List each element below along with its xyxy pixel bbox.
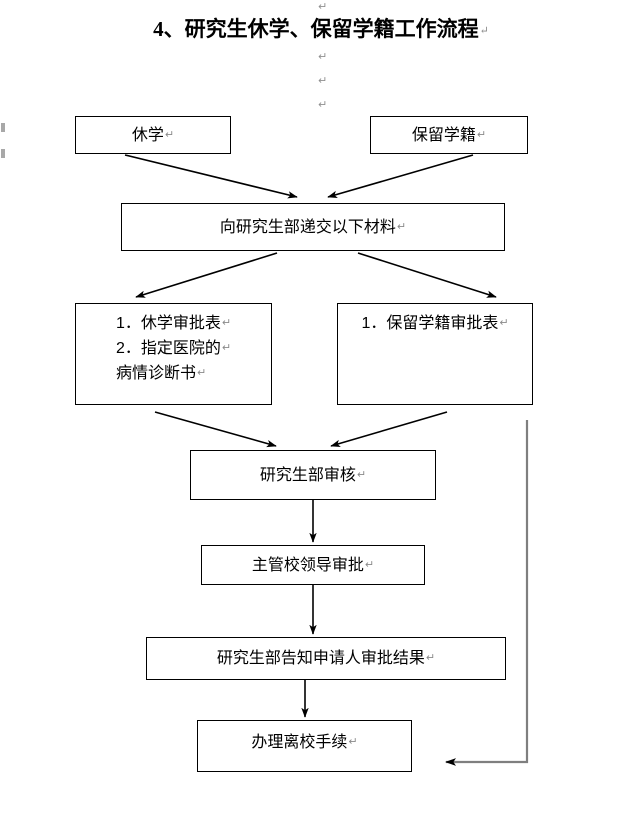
text-boundary-tick (1, 149, 5, 158)
node-materials-leave[interactable]: 1．休学审批表↵ 2．指定医院的↵ 病情诊断书↵ (75, 303, 272, 405)
node-label: 研究生部告知申请人审批结果 (216, 650, 425, 667)
paragraph-mark-icon: ↵ (356, 468, 367, 481)
node-label-line: 1．保留学籍审批表↵ (361, 315, 509, 332)
node-submit-materials[interactable]: 向研究生部递交以下材料↵ (121, 203, 505, 251)
edge-materials-leave-to-review (154, 411, 277, 448)
node-graduate-dept-review[interactable]: 研究生部审核↵ (190, 450, 436, 500)
edge-leave-to-submit (124, 154, 298, 199)
node-label: 休学 (131, 126, 164, 144)
node-label: 研究生部审核 (259, 466, 356, 484)
paragraph-mark-icon: ↵ (318, 75, 328, 87)
page-title: 4、研究生休学、保留学籍工作流程↵ (0, 16, 642, 44)
node-label-line: 1．休学审批表↵ (115, 315, 232, 332)
paragraph-mark-icon: ↵ (221, 317, 232, 329)
paragraph-mark-icon: ↵ (196, 367, 207, 379)
node-label: 向研究生部递交以下材料 (219, 218, 396, 236)
node-label-line: 2．指定医院的↵ (115, 340, 232, 357)
paragraph-mark-icon: ↵ (425, 652, 436, 664)
node-retain-enrollment[interactable]: 保留学籍↵ (370, 116, 528, 154)
node-label: 主管校领导审批 (251, 556, 364, 574)
paragraph-mark-icon: ↵ (364, 558, 375, 571)
node-notify-applicant[interactable]: 研究生部告知申请人审批结果↵ (146, 637, 506, 680)
edge-submit-to-materials-leave (135, 252, 278, 298)
node-school-leader-approval[interactable]: 主管校领导审批↵ (201, 545, 425, 585)
paragraph-mark-icon: ↵ (221, 342, 232, 354)
paragraph-mark-icon: ↵ (396, 220, 407, 233)
node-label: 办理离校手续 (251, 733, 348, 751)
edge-return-to-leave-campus (445, 420, 529, 766)
paragraph-mark-icon: ↵ (164, 128, 175, 141)
page-title-text: 4、研究生休学、保留学籍工作流程 (153, 17, 479, 41)
edge-retain-to-submit (327, 154, 474, 198)
text-boundary-tick (1, 123, 5, 132)
edge-submit-to-materials-retain (357, 252, 497, 298)
node-materials-retain[interactable]: 1．保留学籍审批表↵ (337, 303, 533, 405)
paragraph-mark-icon: ↵ (318, 1, 328, 13)
node-leave-campus-procedures[interactable]: 办理离校手续↵ (197, 720, 412, 772)
edge-materials-retain-to-review (330, 411, 448, 447)
paragraph-mark-icon: ↵ (476, 128, 487, 141)
paragraph-mark-icon: ↵ (479, 25, 489, 37)
paragraph-mark-icon: ↵ (348, 735, 358, 748)
node-label-line: 病情诊断书↵ (115, 365, 207, 382)
paragraph-mark-icon: ↵ (318, 99, 328, 111)
paragraph-mark-icon: ↵ (318, 51, 328, 63)
node-leave-of-absence[interactable]: 休学↵ (75, 116, 231, 154)
paragraph-mark-icon: ↵ (499, 317, 509, 329)
node-label: 保留学籍 (411, 126, 476, 144)
